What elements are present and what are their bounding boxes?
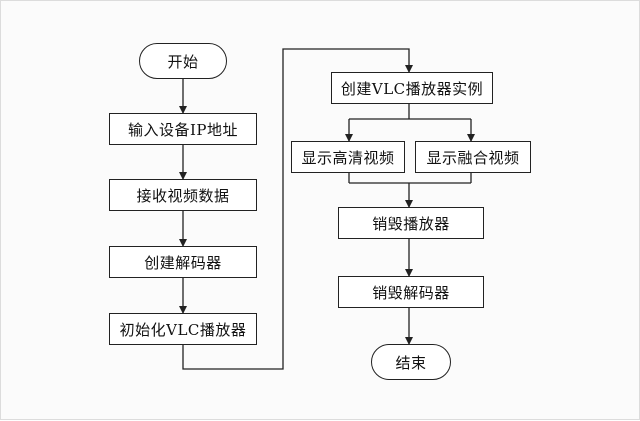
step-show-hd-video: 显示高清视频 <box>291 141 405 173</box>
start-terminal: 开始 <box>139 43 227 79</box>
step-create-decoder: 创建解码器 <box>109 246 257 278</box>
step-receive-video-data: 接收视频数据 <box>109 179 257 211</box>
step-destroy-decoder: 销毁解码器 <box>338 276 484 308</box>
arrow-init-to-create-instance <box>182 48 413 370</box>
step-destroy-player: 销毁播放器 <box>338 207 484 239</box>
step-input-device-ip: 输入设备IP地址 <box>109 113 257 145</box>
step-init-vlc-player: 初始化VLC播放器 <box>109 313 257 345</box>
step-create-vlc-instance: 创建VLC播放器实例 <box>331 72 493 104</box>
end-terminal: 结束 <box>371 344 451 380</box>
step-show-fused-video: 显示融合视频 <box>415 141 531 173</box>
